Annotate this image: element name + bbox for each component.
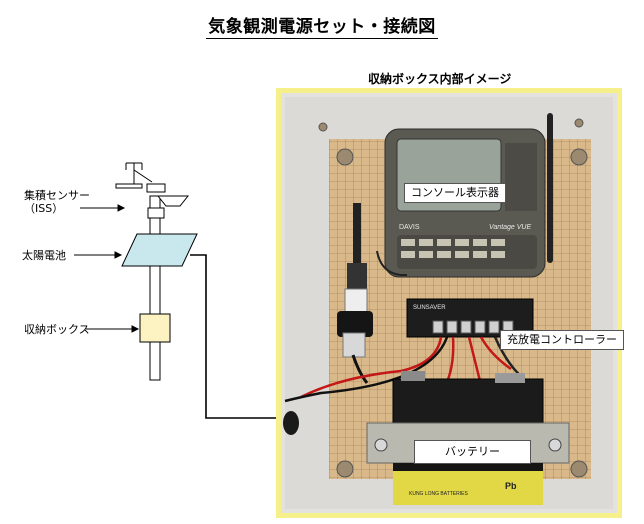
power-adapter (337, 203, 373, 384)
iss-sensor-label: 集積センサー （ISS） (24, 189, 90, 215)
console-callout: コンソール表示器 (404, 183, 506, 203)
battery-device: KUNG LONG BATTERIES Pb (366, 371, 570, 505)
label-arrows (74, 204, 140, 333)
iss-sensor-icon (115, 162, 190, 219)
mount-screws (318, 118, 588, 478)
storage-box-icon (139, 313, 171, 343)
svg-text:DAVIS: DAVIS (399, 224, 420, 231)
solar-panel-icon (121, 233, 198, 267)
console-device: DAVIS Vantage VUE (384, 113, 553, 278)
antenna (547, 113, 553, 263)
svg-text:SUNSAVER: SUNSAVER (413, 305, 446, 311)
battery-callout: バッテリー (414, 440, 531, 464)
svg-text:Pb: Pb (505, 481, 517, 491)
controller-callout: 充放電コントローラー (500, 330, 624, 350)
page-title: 気象観測電源セット・接続図 (206, 17, 438, 39)
svg-text:KUNG LONG BATTERIES: KUNG LONG BATTERIES (409, 491, 468, 497)
cable-grommet (283, 411, 299, 435)
box-interior-heading: 収納ボックス内部イメージ (368, 72, 512, 86)
mast-pole (149, 195, 161, 381)
solar-panel-label: 太陽電池 (22, 249, 66, 262)
svg-text:Vantage VUE: Vantage VUE (489, 224, 531, 231)
storage-box-label: 収納ボックス (24, 323, 90, 336)
solar-cable-line (190, 254, 284, 419)
